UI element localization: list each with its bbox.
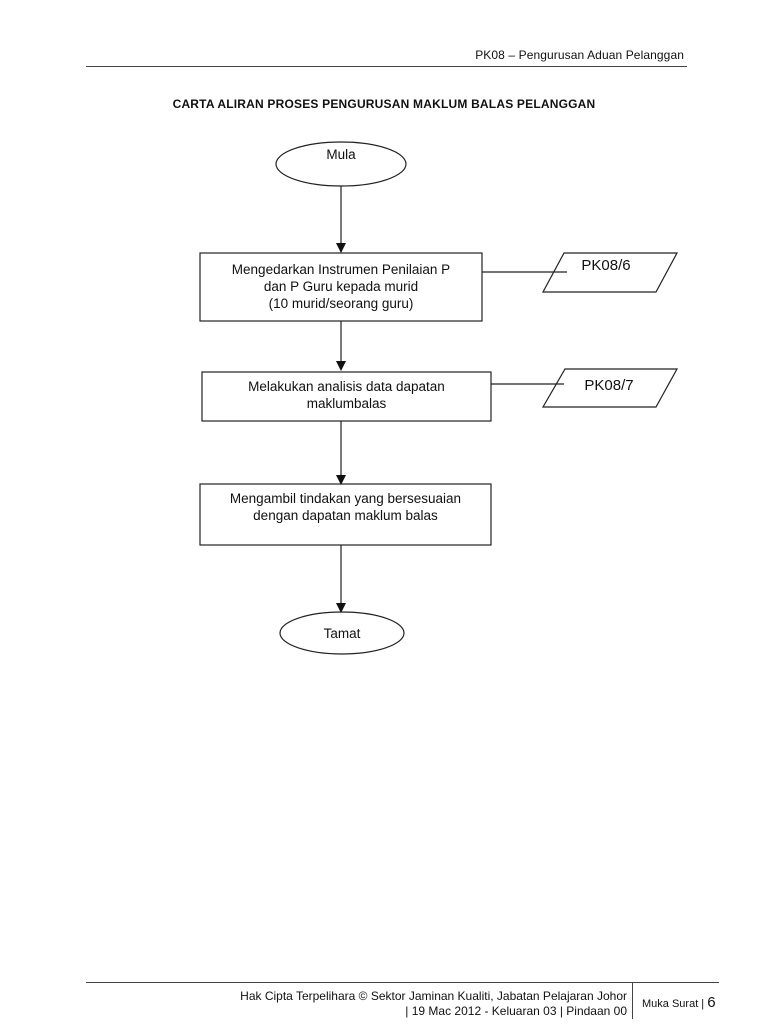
step-2-line-1: Melakukan analisis data dapatan (248, 379, 445, 394)
footer-page-indicator: Muka Surat | 6 (642, 994, 716, 1011)
document-ref-2-label: PK08/7 (584, 377, 634, 394)
document-ref-2-shape (541, 368, 679, 408)
footer-divider (632, 983, 633, 1019)
end-label: Tamat (323, 626, 361, 641)
step-3-line-2: dengan dapatan maklum balas (253, 508, 438, 523)
document-title: CARTA ALIRAN PROSES PENGURUSAN MAKLUM BA… (172, 97, 596, 111)
start-label: Mula (326, 147, 356, 162)
header-rule (86, 66, 687, 67)
step-1-line-2: dan P Guru kepada murid (263, 279, 419, 294)
process-box-1 (199, 252, 483, 322)
step-3-label: Mengambil tindakan yang bersesuaian deng… (200, 490, 491, 524)
page-label: Muka Surat | (642, 998, 705, 1010)
page-number: 6 (707, 994, 716, 1011)
document-ref-1-label: PK08/6 (581, 257, 631, 274)
step-2-line-2: maklumbalas (306, 396, 387, 411)
process-box-3 (199, 483, 492, 546)
document-ref-1-shape (541, 252, 679, 293)
process-box-2 (201, 371, 492, 422)
footer-copyright-line-1: Hak Cipta Terpelihara © Sektor Jaminan K… (240, 989, 627, 1003)
running-header: PK08 – Pengurusan Aduan Pelanggan (475, 48, 684, 62)
footer-rule (86, 982, 719, 983)
step-1-line-1: Mengedarkan Instrumen Penilaian P (231, 262, 451, 277)
end-terminator (279, 611, 405, 655)
footer-copyright: Hak Cipta Terpelihara © Sektor Jaminan K… (150, 989, 627, 1019)
step-1-label: Mengedarkan Instrumen Penilaian P dan P … (200, 261, 482, 312)
step-2-label: Melakukan analisis data dapatan maklumba… (202, 378, 491, 412)
footer-copyright-line-2: | 19 Mac 2012 - Keluaran 03 | Pindaan 00 (405, 1004, 627, 1018)
step-3-line-1: Mengambil tindakan yang bersesuaian (229, 491, 462, 506)
step-1-line-3: (10 murid/seorang guru) (268, 296, 414, 311)
